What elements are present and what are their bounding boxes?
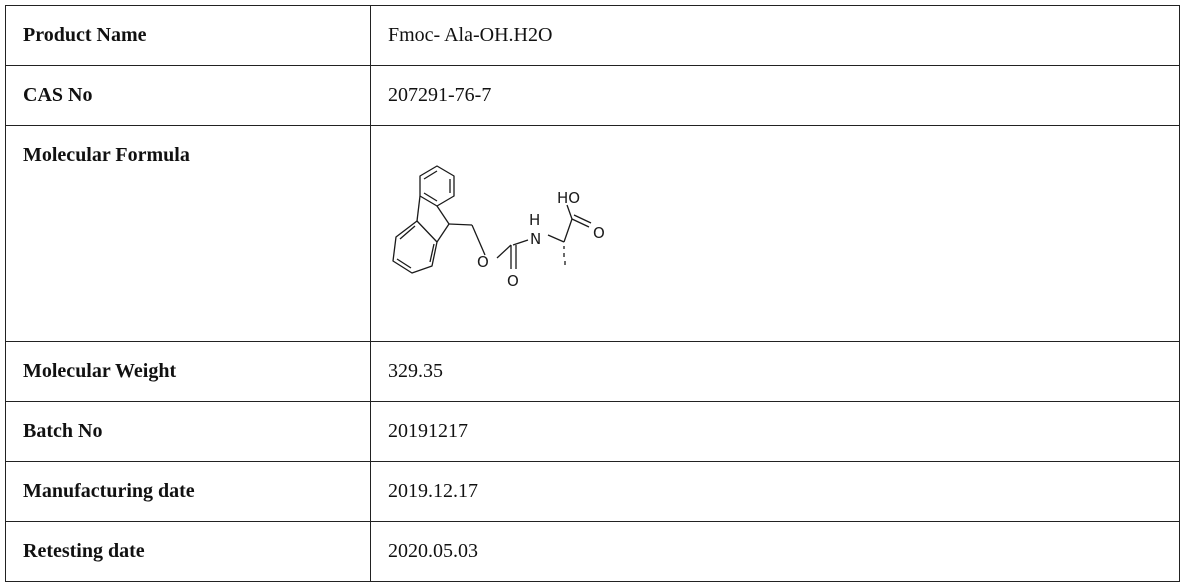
- fluorene-five-ring: [416, 195, 450, 243]
- product-spec-table: Product Name Fmoc- Ala-OH.H2O CAS No 207…: [5, 5, 1180, 582]
- molecular-structure-cell: O O N H HO O: [370, 125, 1180, 342]
- batch-no-value: 20191217: [370, 401, 1180, 462]
- fmoc-linker-chain: [448, 223, 529, 269]
- retesting-date-value: 2020.05.03: [370, 521, 1180, 582]
- product-name-value: Fmoc- Ala-OH.H2O: [370, 5, 1180, 66]
- row-manufacturing-date: Manufacturing date 2019.12.17: [5, 461, 1180, 522]
- molecular-weight-value: 329.35: [370, 341, 1180, 402]
- row-molecular-formula: Molecular Formula: [5, 125, 1180, 342]
- product-name-label: Product Name: [5, 5, 371, 66]
- row-cas-no: CAS No 207291-76-7: [5, 65, 1180, 126]
- manufacturing-date-value: 2019.12.17: [370, 461, 1180, 522]
- row-molecular-weight: Molecular Weight 329.35: [5, 341, 1180, 402]
- retesting-date-label: Retesting date: [5, 521, 371, 582]
- molecular-structure-image: O O N H HO O: [392, 165, 605, 290]
- molecular-formula-label: Molecular Formula: [5, 125, 371, 342]
- ester-oxygen-label: O: [477, 253, 489, 271]
- amide-hydrogen-label: H: [529, 211, 540, 229]
- manufacturing-date-label: Manufacturing date: [5, 461, 371, 522]
- lower-benzene-ring: [392, 220, 438, 274]
- row-batch-no: Batch No 20191217: [5, 401, 1180, 462]
- cas-no-value: 207291-76-7: [370, 65, 1180, 126]
- nitrogen-label: N: [530, 230, 541, 248]
- acid-oxygen-label: O: [593, 224, 605, 242]
- cas-no-label: CAS No: [5, 65, 371, 126]
- hydroxyl-label: HO: [557, 189, 580, 207]
- row-retesting-date: Retesting date 2020.05.03: [5, 521, 1180, 582]
- alanine-moiety: [547, 204, 592, 265]
- batch-no-label: Batch No: [5, 401, 371, 462]
- upper-benzene-ring: [419, 165, 455, 207]
- carbonyl-oxygen-label: O: [507, 272, 519, 290]
- row-product-name: Product Name Fmoc- Ala-OH.H2O: [5, 5, 1180, 66]
- molecular-weight-label: Molecular Weight: [5, 341, 371, 402]
